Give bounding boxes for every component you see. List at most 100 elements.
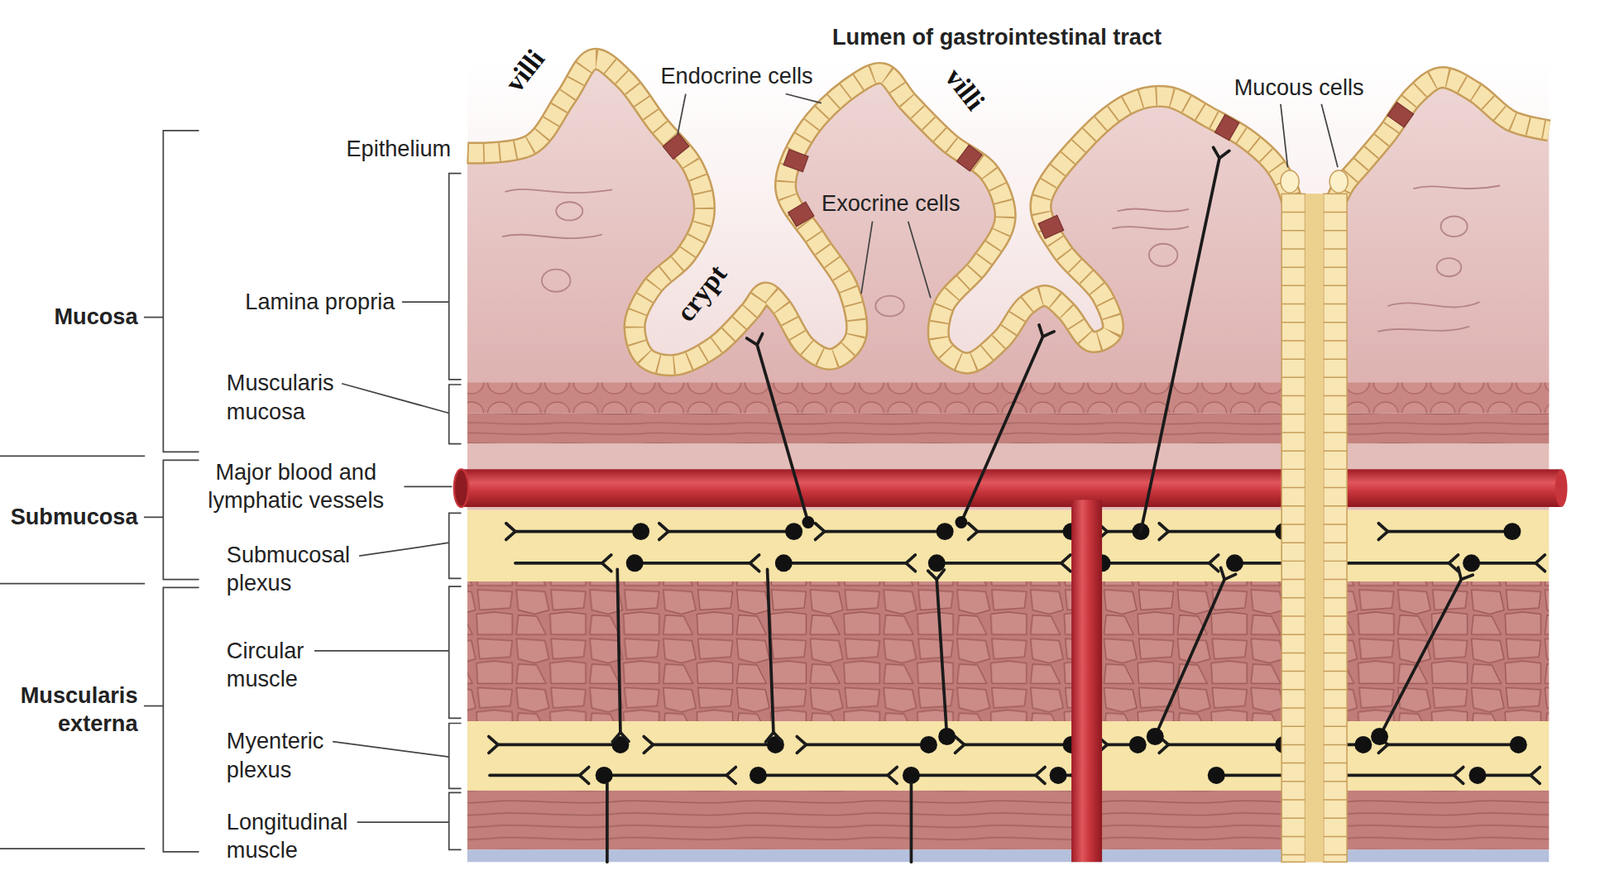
nerve-terminal [1221,567,1236,580]
section-bracket [162,130,199,453]
nerve-terminal [488,737,499,754]
serosa-layer [467,849,1549,863]
nerve-terminal [659,523,669,541]
endocrine-cell [1214,114,1239,141]
connective-cell [555,201,583,221]
nerve-fibre [977,530,1072,534]
neuron-body [1146,728,1165,746]
villi-label: villi [488,29,563,113]
nerve-terminal [1209,555,1219,572]
nerve-fibre [1154,579,1225,738]
endocrine-cell [788,201,815,227]
nerve-terminal [1039,325,1054,337]
layer-bracket [449,384,462,445]
lamina-propria [467,58,1549,408]
crypt-label: crypt [661,248,743,340]
villi-label: villi [927,47,1002,131]
neuron-body [785,522,803,541]
nerve-fibre [910,774,1035,778]
connective-cell [1149,244,1179,267]
connective-cell [541,269,571,293]
duct-lumen [1305,193,1324,863]
layer-label: Major blood and lymphatic vessels [193,458,398,516]
duct-wall [1323,193,1347,863]
section-divider [0,455,145,457]
circular-muscle-layer [467,581,1549,722]
nerve-fibre [783,561,906,566]
neuron-body [938,728,956,746]
blood-vessel [461,469,1562,508]
nerve-terminal [579,767,590,785]
leader-line [908,221,931,299]
lumen-label: Lumen of gastrointestinal tract [772,23,1222,52]
nerve-fibre [910,783,914,863]
nerve-fibre [756,344,809,523]
cell-type-label: Exocrine cells [804,189,978,218]
layer-label: Longitudinal muscle [226,808,370,866]
connective-fibre [1387,301,1480,307]
section-label: Muscularis externa [0,681,139,739]
nerve-terminal [1035,767,1045,785]
epithelium-outline [1334,77,1549,205]
neuron-body [1129,736,1147,754]
leader-line [143,316,163,319]
submucosal-plexus-band [467,510,1549,582]
nerve-fibre [824,530,946,534]
endocrine-cell [1387,102,1414,128]
neuron-body [1370,728,1389,746]
nerve-fibre [668,530,795,534]
nerve-terminal [1213,147,1230,159]
section-divider [0,583,145,585]
layer-label: Circular muscle [226,637,340,695]
nerve-terminal [905,555,915,572]
endocrine-cell [956,144,983,172]
layer-label: Muscularis mucosa [226,369,345,427]
cell-type-label: Mucous cells [1207,73,1391,102]
nerve-terminal [1378,523,1388,541]
nerve-terminal [1454,767,1464,785]
blood-vessel-branch [1071,499,1102,863]
nerve-terminal [750,555,760,572]
leader-line [861,221,873,295]
section-label: Mucosa [4,302,138,331]
nerve-fibre [603,774,727,778]
nerve-fibre [936,561,1061,566]
nerve-fibre [936,579,947,738]
neuron-body [1509,736,1528,754]
epithelium-cells [467,58,1294,365]
nerve-fibre [489,774,580,778]
endocrine-cell [662,134,690,160]
nerve-terminal [602,555,612,572]
connective-fibre [1117,209,1189,212]
layer-label: Epithelium [307,134,451,163]
epithelium-cell-borders [467,58,1294,365]
nerve-fibre [1168,743,1284,748]
nerve-terminal [1535,555,1545,572]
neuron-body [632,522,650,541]
nerve-fibre [1387,530,1512,534]
neuron-body [919,736,938,754]
leader-line [785,93,822,103]
layer-bracket [449,512,462,579]
leader-line [403,485,452,488]
vessel-end [1555,469,1568,508]
nerve-terminal [506,523,516,541]
nerve-terminal [765,732,782,743]
connective-cell [1441,215,1468,237]
cell-type-label: Endocrine cells [634,62,839,91]
longitudinal-muscle-layer [467,790,1549,851]
nerve-fibre [515,530,642,534]
nerve-fibre [767,569,774,733]
neuron-body [626,554,644,572]
nerve-fibre [652,743,776,748]
connective-fibre [502,234,603,239]
layer-bracket [449,723,462,789]
epithelium-cell-borders [1334,77,1549,205]
nerve-terminal [968,523,978,541]
epithelium-cells [1334,77,1549,205]
leader-line [1280,104,1289,168]
nerve-fibre [1346,561,1449,566]
neuron-body [1354,736,1372,754]
connective-fibre [505,189,614,193]
leader-line [143,516,163,518]
